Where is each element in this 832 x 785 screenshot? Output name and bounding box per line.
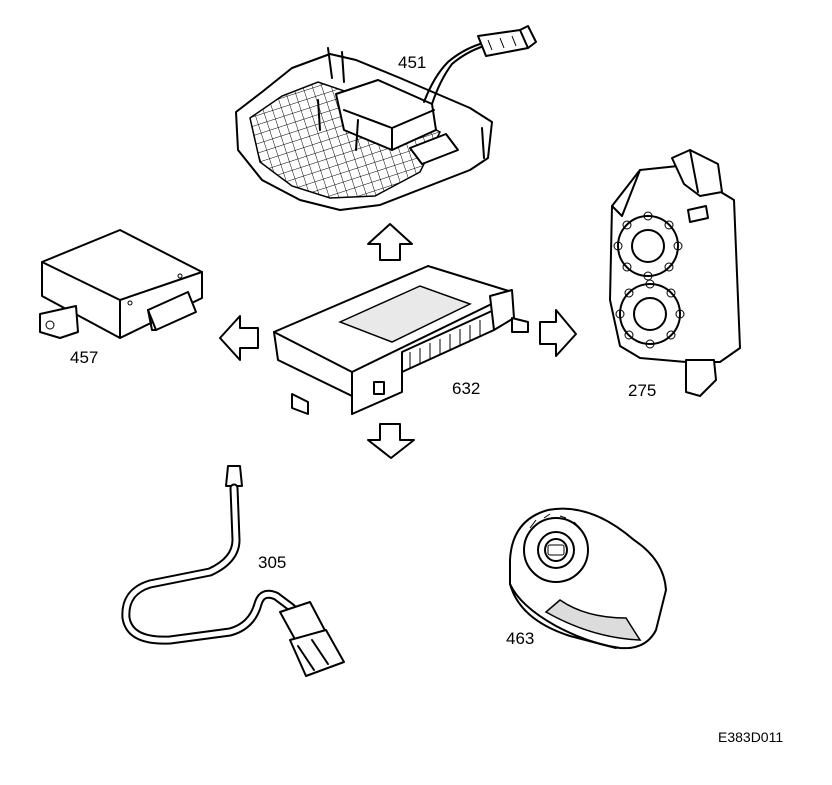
label-275: 275	[628, 381, 656, 400]
control-module-632-drawing	[273, 265, 529, 415]
roof-console-451-drawing	[235, 25, 537, 211]
label-463: 463	[506, 629, 534, 648]
arrow-right	[539, 309, 577, 357]
siren-275-drawing	[609, 149, 741, 397]
label-632: 632	[452, 379, 480, 398]
label-451: 451	[398, 53, 426, 72]
module-457-drawing	[39, 229, 203, 339]
arrow-up	[367, 223, 413, 261]
label-457: 457	[70, 348, 98, 367]
sensor-cable-305-drawing	[121, 465, 345, 677]
label-305: 305	[258, 553, 286, 572]
arrow-down	[367, 423, 415, 459]
ignition-switch-463-drawing	[509, 507, 667, 650]
figure-code: E383D011	[718, 729, 783, 745]
arrow-left	[219, 315, 259, 361]
